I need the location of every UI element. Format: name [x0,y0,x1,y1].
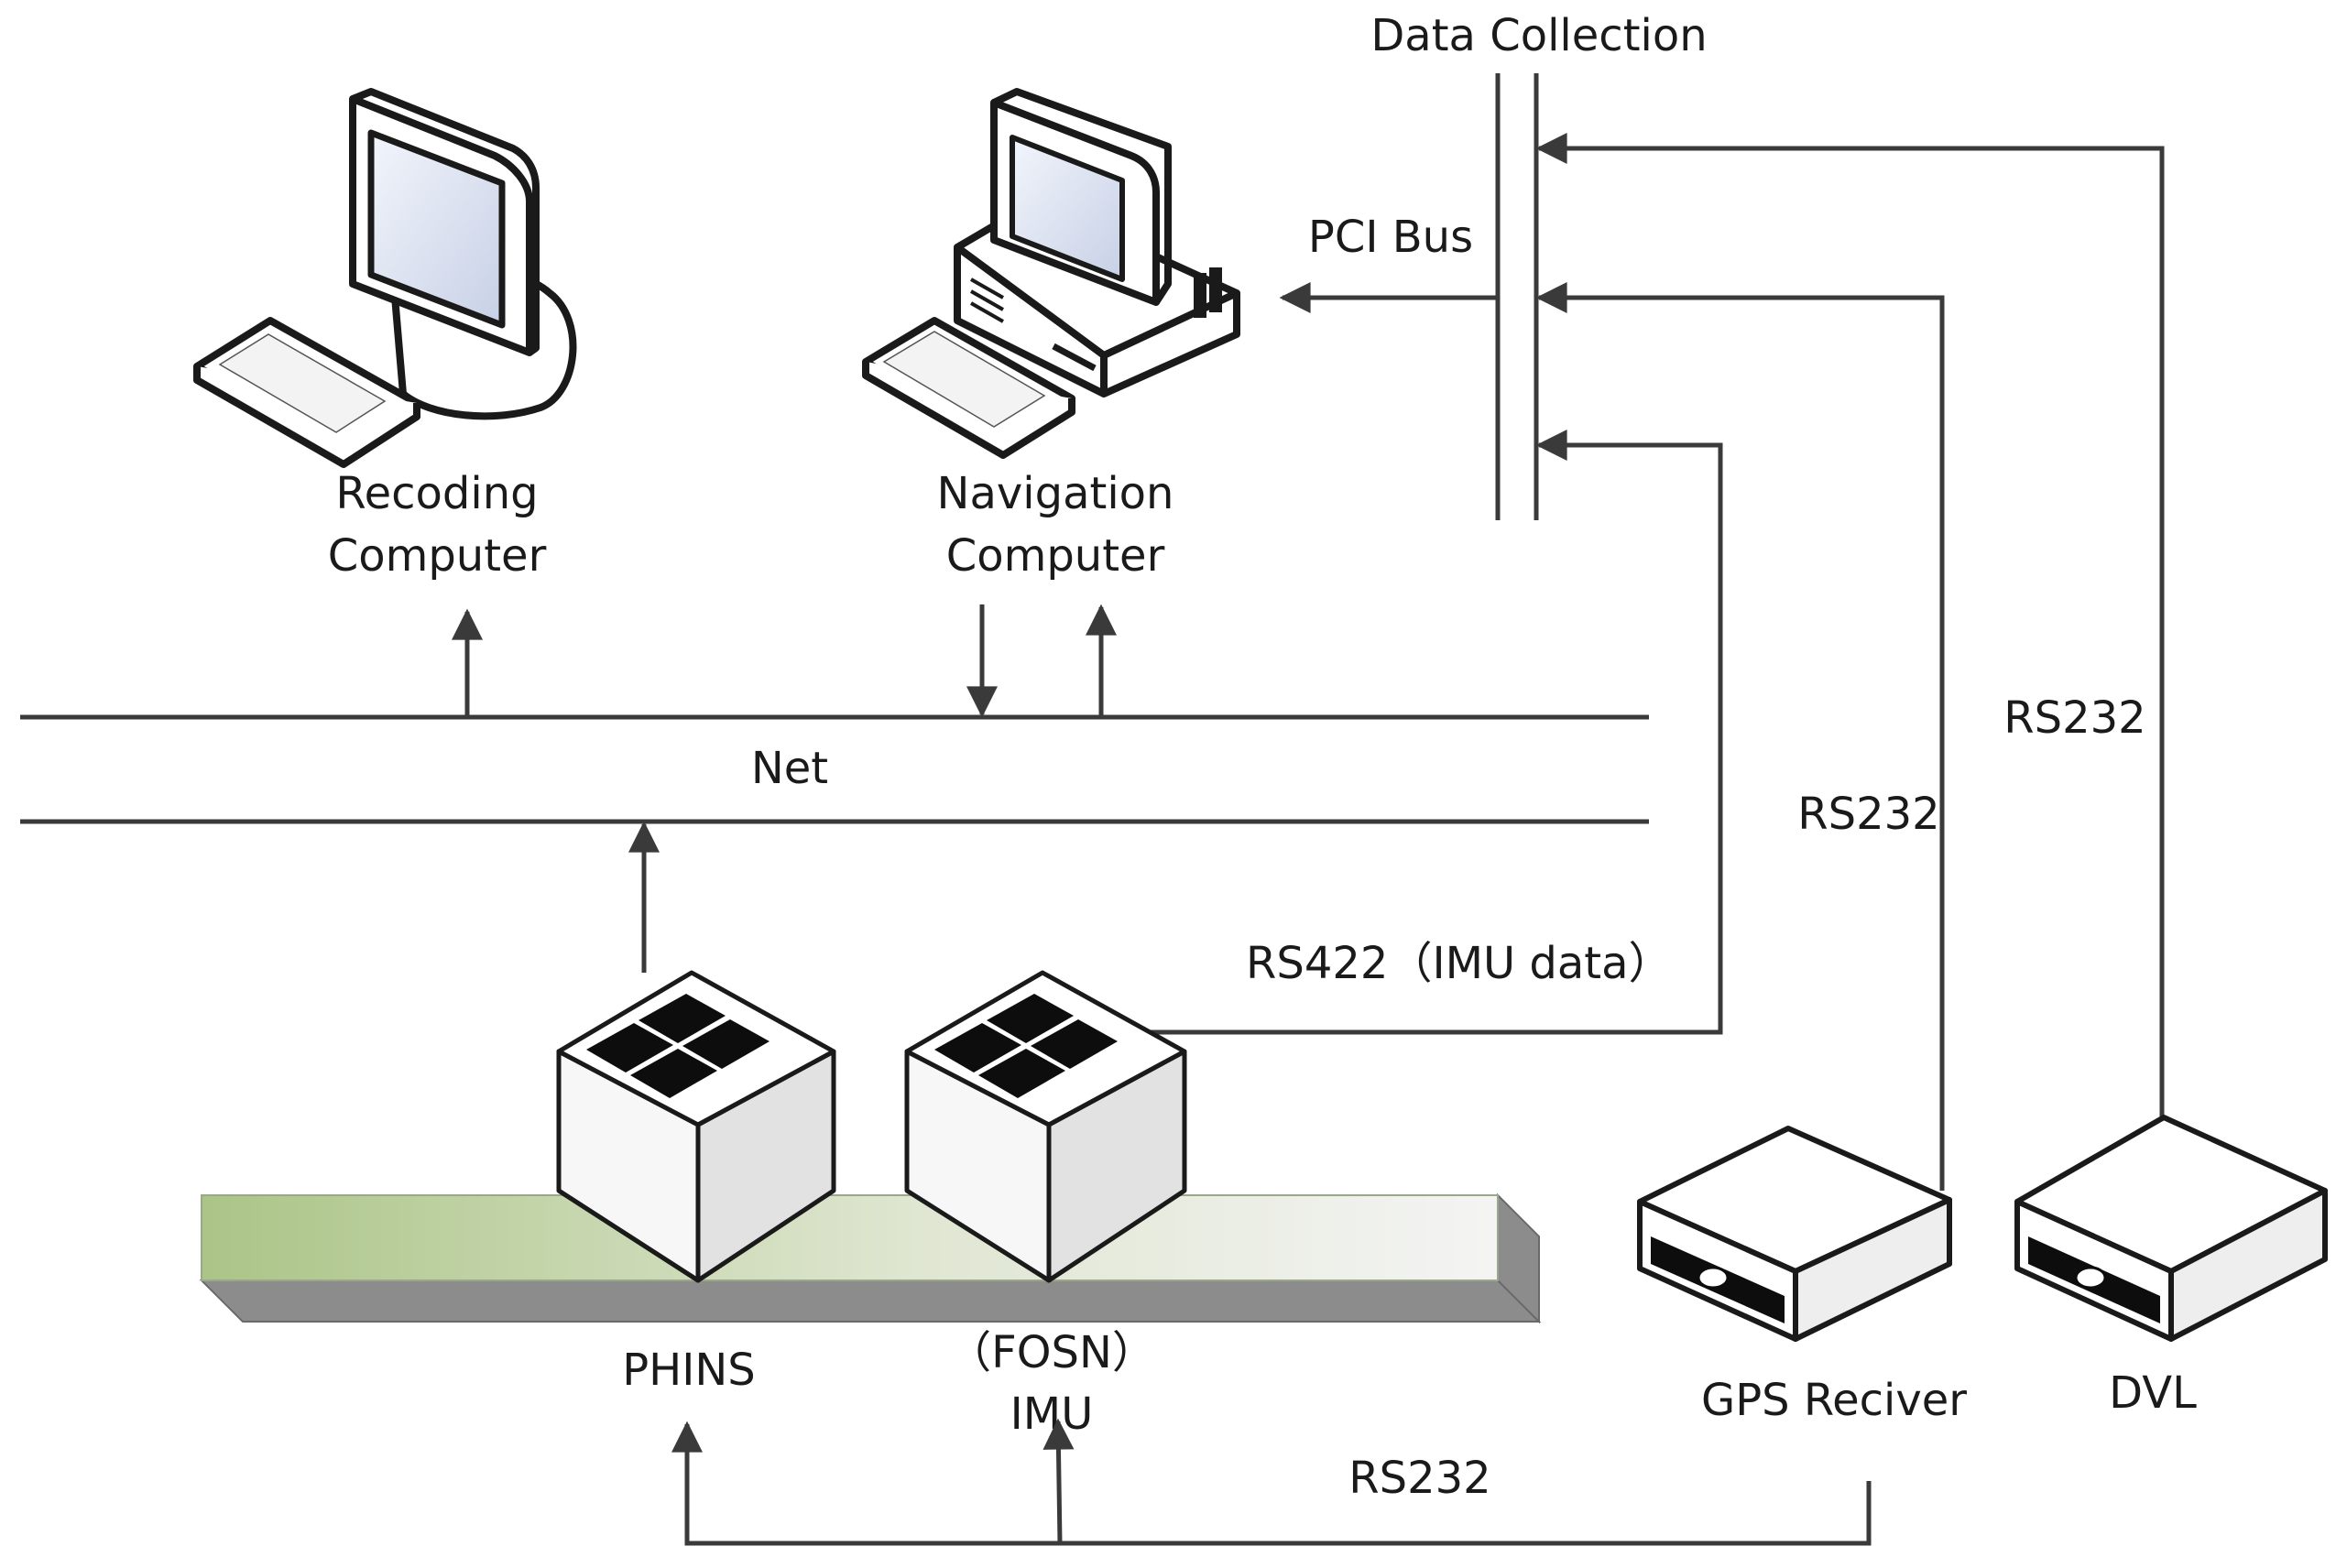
imu-rs422-link [1150,430,1723,1035]
data-collection-bus [1495,73,1539,520]
gps-receiver-unit [1637,1126,1952,1342]
gps-receiver-label: GPS Reciver [1701,1375,1967,1426]
rs422-label: RS422（IMU data） [1246,938,1673,989]
pci-bus-label: PCI Bus [1308,212,1473,263]
equipment-bench [199,1192,1542,1324]
bottom-rs232-label: RS232 [1348,1453,1490,1504]
dvl-label: DVL [2109,1367,2197,1419]
imu-unit [904,970,1187,1283]
recording-computer [193,88,577,468]
imu-label-line2: IMU [1010,1388,1094,1440]
phins-unit [556,970,836,1283]
phins-label: PHINS [622,1345,756,1396]
dvl-rs232-label: RS232 [2003,692,2145,744]
dvl-rs232-link [1535,133,2165,1117]
dvl-unit [2014,1115,2328,1342]
net-label: Net [751,743,828,794]
navigation-computer [862,88,1240,459]
recording-computer-label-line2: Computer [328,530,547,582]
navigation-computer-details [882,267,1222,428]
net-bus [20,714,1649,824]
recording-computer-label-line1: Recoding [335,468,538,519]
gps-to-inertial-rs232-link [671,1421,1872,1546]
navigation-computer-label-line2: Computer [946,530,1165,582]
gps-rs232-link [1535,282,1945,1191]
navigation-computer-label-line1: Navigation [937,468,1174,519]
imu-label-line1: （FOSN） [947,1327,1156,1378]
data-collection-label: Data Collection [1370,10,1707,61]
recording-keyboard-keys [218,333,387,433]
gps-to-imu-branch [1042,1418,1075,1544]
gps-rs232-label: RS232 [1797,789,1939,840]
